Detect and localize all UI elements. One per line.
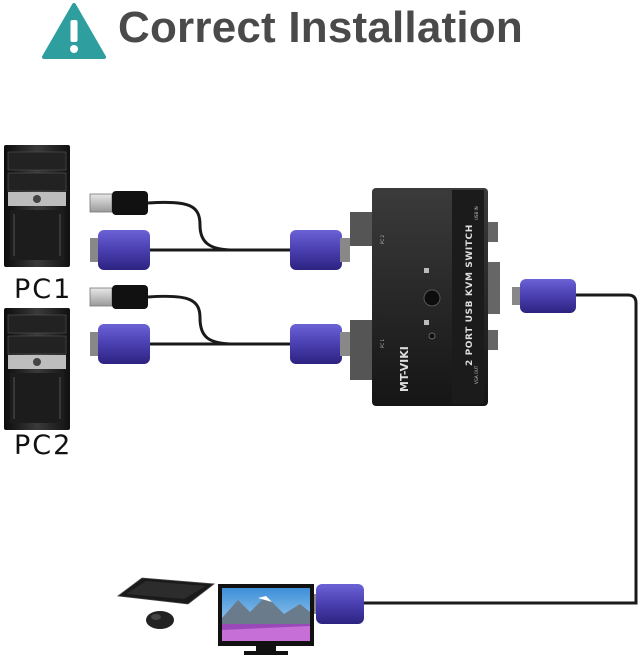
kvm-select-button <box>423 289 441 307</box>
warning-icon <box>42 3 106 59</box>
keyboard <box>116 577 216 605</box>
pc2-vga-connector-left <box>90 324 150 364</box>
pc1-label: PC1 <box>14 274 73 305</box>
kvm-switch: MT-VIKI 2 PORT USB KVM SWITCH PC 1 PC 2 … <box>350 188 500 406</box>
kvm-port-pc2-label: PC 2 <box>380 235 385 244</box>
monitor-vga-connector-top <box>512 279 576 313</box>
pc2-label: PC2 <box>14 430 73 461</box>
kvm-port-pc1-label: PC 1 <box>380 339 385 348</box>
kvm-led-2 <box>424 320 429 325</box>
pc1-vga-connector-left <box>90 230 150 270</box>
pc1-vga-connector-right <box>290 230 350 270</box>
pc1-usb-plug <box>89 191 148 215</box>
monitor <box>218 584 314 655</box>
pc2-tower <box>4 308 70 430</box>
cables <box>147 200 638 605</box>
monitor-vga-connector-bottom <box>308 584 364 624</box>
kvm-hotkey-button <box>428 332 436 340</box>
kvm-model-label: 2 PORT USB KVM SWITCH <box>465 224 475 366</box>
page-title: Correct Installation <box>118 3 523 52</box>
monitor-vga-cable <box>362 293 638 605</box>
pc1-tower <box>4 145 70 267</box>
kvm-led-1 <box>424 268 429 273</box>
header: Correct Installation <box>0 0 640 70</box>
kvm-port-usb-in-label: USB IN <box>474 206 479 220</box>
pc1-usb-cable <box>147 200 292 252</box>
pc2-vga-connector-right <box>290 324 350 364</box>
pc2-usb-cable <box>147 294 292 346</box>
kvm-port-vga-out-label: VGA OUT <box>474 365 479 384</box>
pc2-usb-plug <box>89 285 148 309</box>
kvm-brand-label: MT-VIKI <box>398 346 411 392</box>
mouse <box>146 611 174 629</box>
